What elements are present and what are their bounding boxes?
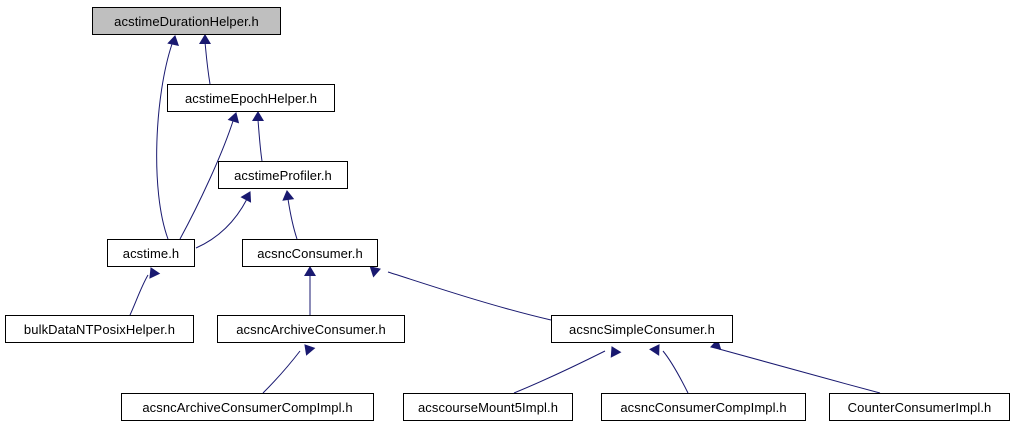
- node-label-acstime: acstime.h: [122, 245, 180, 261]
- arrowhead-acstime-to-profiler: [240, 191, 252, 203]
- node-label-profiler: acstimeProfiler.h: [234, 167, 332, 183]
- edge-acstime-to-epochHelper: [179, 120, 234, 240]
- edge-simpleConsumer-to-ncConsumer: [387, 271, 552, 321]
- arrowhead-courseMount-to-simpleConsumer: [610, 346, 622, 358]
- node-label-consumerCompImpl: acsncConsumerCompImpl.h: [620, 399, 787, 415]
- node-label-counterCompImpl: CounterConsumerImpl.h: [847, 399, 992, 415]
- arrowhead-profiler-to-epochHelper: [252, 111, 264, 121]
- node-counterCompImpl[interactable]: CounterConsumerImpl.h: [829, 393, 1010, 421]
- edge-acstime-to-profiler: [195, 198, 248, 249]
- edge-acstime-to-durationHelper: [156, 43, 173, 240]
- arrowhead-archiveConsumer-to-ncConsumer: [304, 266, 316, 276]
- arrowhead-acstime-to-durationHelper: [167, 35, 179, 47]
- node-label-simpleConsumer: acsncSimpleConsumer.h: [569, 321, 715, 337]
- node-bulkData[interactable]: bulkDataNTPosixHelper.h: [5, 315, 194, 343]
- node-consumerCompImpl[interactable]: acsncConsumerCompImpl.h: [601, 393, 806, 421]
- node-archiveCompImpl[interactable]: acsncArchiveConsumerCompImpl.h: [121, 393, 374, 421]
- edge-epochHelper-to-durationHelper: [204, 41, 211, 85]
- edge-consumerCompImpl-to-simpleConsumer: [662, 350, 689, 394]
- arrowhead-consumerCompImpl-to-simpleConsumer: [649, 344, 660, 356]
- node-simpleConsumer[interactable]: acsncSimpleConsumer.h: [551, 315, 733, 343]
- node-label-bulkData: bulkDataNTPosixHelper.h: [23, 321, 176, 337]
- node-label-epochHelper: acstimeEpochHelper.h: [184, 90, 318, 106]
- node-label-archiveConsumer: acsncArchiveConsumer.h: [236, 321, 386, 337]
- edge-ncConsumer-to-profiler: [287, 198, 298, 240]
- node-label-ncConsumer: acsncConsumer.h: [257, 245, 363, 261]
- edge-counterCompImpl-to-simpleConsumer: [718, 348, 881, 394]
- node-ncConsumer[interactable]: acsncConsumer.h: [242, 239, 378, 267]
- node-durationHelper[interactable]: acstimeDurationHelper.h: [92, 7, 281, 35]
- node-label-durationHelper: acstimeDurationHelper.h: [114, 13, 259, 29]
- edge-courseMount-to-simpleConsumer: [513, 350, 606, 394]
- edge-bulkData-to-acstime: [129, 274, 149, 316]
- node-label-archiveCompImpl: acsncArchiveConsumerCompImpl.h: [142, 399, 353, 415]
- arrowhead-simpleConsumer-to-ncConsumer: [369, 266, 381, 278]
- node-label-courseMount: acscourseMount5Impl.h: [417, 399, 559, 415]
- node-archiveConsumer[interactable]: acsncArchiveConsumer.h: [217, 315, 405, 343]
- node-epochHelper[interactable]: acstimeEpochHelper.h: [167, 84, 335, 112]
- node-profiler[interactable]: acstimeProfiler.h: [218, 161, 348, 189]
- arrowhead-bulkData-to-acstime: [149, 267, 161, 279]
- node-courseMount[interactable]: acscourseMount5Impl.h: [403, 393, 573, 421]
- edge-archiveCompImpl-to-archiveConsumer: [262, 350, 301, 394]
- arrowhead-archiveCompImpl-to-archiveConsumer: [304, 344, 316, 356]
- node-acstime[interactable]: acstime.h: [107, 239, 195, 267]
- edge-profiler-to-epochHelper: [257, 119, 263, 162]
- arrowhead-ncConsumer-to-profiler: [282, 190, 295, 201]
- arrowhead-epochHelper-to-durationHelper: [199, 34, 211, 44]
- arrowhead-acstime-to-epochHelper: [227, 112, 240, 124]
